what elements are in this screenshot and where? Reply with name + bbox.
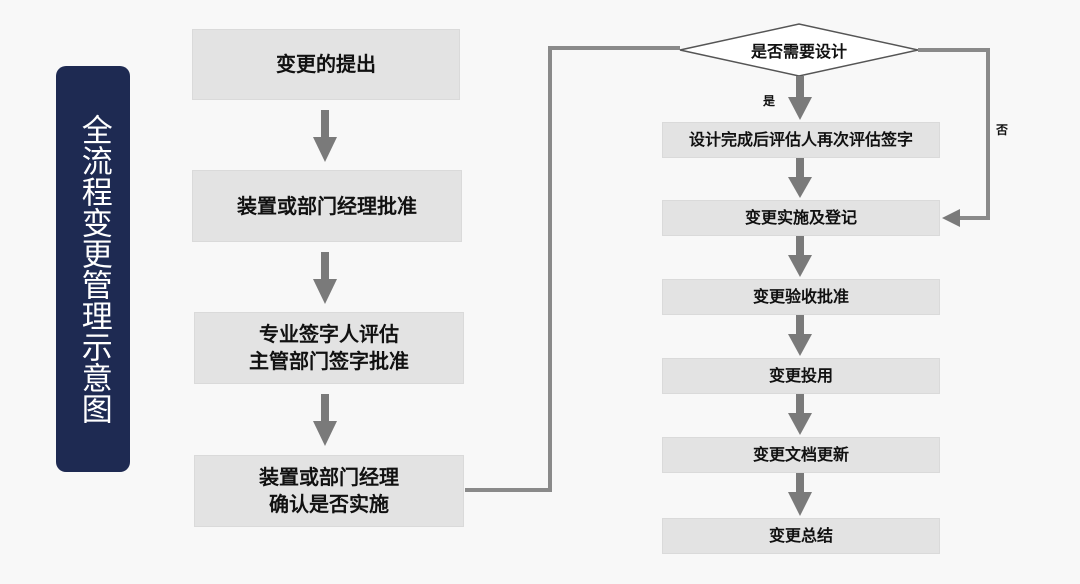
step-unit-manager-approval: 装置或部门经理批准: [192, 170, 462, 242]
arrow-right-yes: [788, 76, 812, 120]
step-design-reassessment: 设计完成后评估人再次评估签字: [662, 122, 940, 158]
arrow-left-3: [313, 394, 337, 446]
step-commissioning: 变更投用: [662, 358, 940, 394]
yes-label: 是: [763, 94, 776, 108]
step-specialist-assessment: 专业签字人评估 主管部门签字批准: [194, 312, 464, 384]
step-implementation-registration: 变更实施及登记: [662, 200, 940, 236]
connector-to-decision: [465, 46, 680, 492]
arrow-right-2: [788, 236, 812, 277]
step-summary: 变更总结: [662, 518, 940, 554]
arrow-left-1: [313, 110, 337, 162]
step-documentation-update: 变更文档更新: [662, 437, 940, 473]
arrow-no-head: [942, 209, 960, 227]
step-acceptance-approval: 变更验收批准: [662, 279, 940, 315]
decision-label: 是否需要设计: [750, 42, 847, 61]
diagram-title: 全流程变更管理示意图: [75, 114, 112, 424]
arrow-left-2: [313, 252, 337, 304]
diagram-title-panel: 全流程变更管理示意图: [56, 66, 130, 472]
arrow-right-4: [788, 394, 812, 435]
arrow-right-3: [788, 315, 812, 356]
connector-no-path: [918, 48, 990, 220]
arrow-right-5: [788, 473, 812, 516]
arrow-right-1: [788, 158, 812, 198]
step-change-proposal: 变更的提出: [192, 29, 460, 100]
step-manager-confirm-implementation: 装置或部门经理 确认是否实施: [194, 455, 464, 527]
no-label: 否: [996, 123, 1009, 137]
